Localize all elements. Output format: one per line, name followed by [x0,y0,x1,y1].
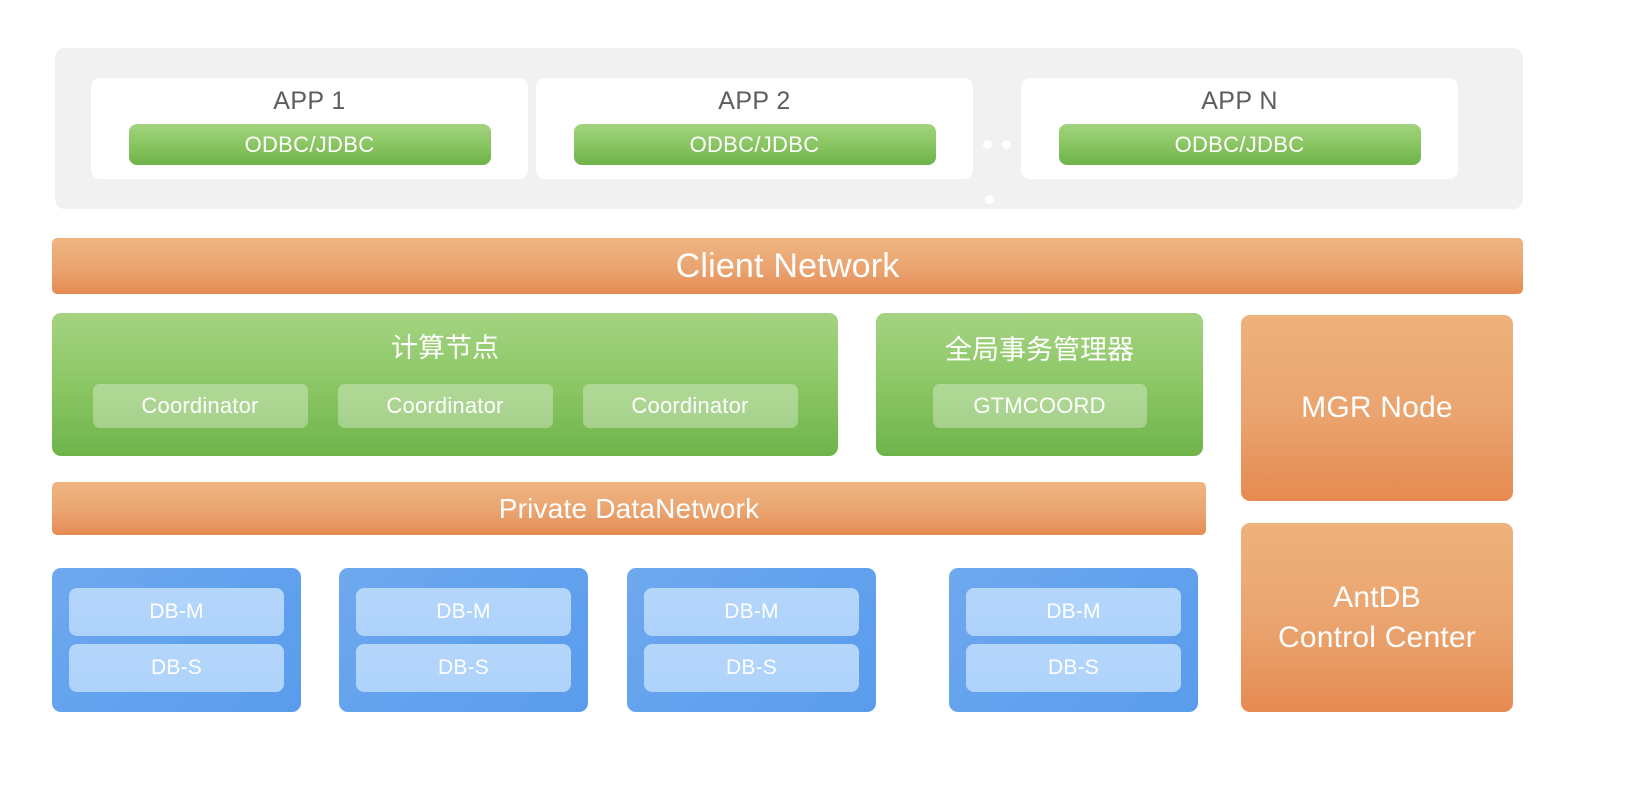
app-card-1[interactable]: APP 1 ODBC/JDBC [91,78,528,179]
db-master-node[interactable]: DB-M [644,588,859,636]
db-master-node[interactable]: DB-M [69,588,284,636]
odbc-jdbc-connector[interactable]: ODBC/JDBC [1058,124,1421,165]
gtmcoord-node[interactable]: GTMCOORD [932,384,1147,428]
gtm-title: 全局事务管理器 [945,335,1134,365]
global-transaction-manager-block: 全局事务管理器 GTMCOORD [876,313,1203,456]
dot-icon [1002,140,1011,149]
db-master-node[interactable]: DB-M [356,588,571,636]
db-master-node[interactable]: DB-M [966,588,1181,636]
coordinator-node[interactable]: Coordinator [92,384,308,428]
app-title: APP 1 [273,87,346,115]
coordinator-node[interactable]: Coordinator [582,384,798,428]
coordinator-node[interactable]: Coordinator [337,384,553,428]
db-slave-node[interactable]: DB-S [644,644,859,692]
odbc-jdbc-connector[interactable]: ODBC/JDBC [573,124,936,165]
client-network-bar: Client Network [52,238,1523,294]
private-datanetwork-bar: Private DataNetwork [52,482,1206,535]
db-group-2: DB-M DB-S [339,568,588,712]
db-group-4: DB-M DB-S [949,568,1198,712]
ellipsis-dots-icon [983,140,1011,149]
control-center-label: AntDB Control Center [1278,580,1476,654]
db-slave-node[interactable]: DB-S [69,644,284,692]
odbc-jdbc-connector[interactable]: ODBC/JDBC [128,124,491,165]
dot-icon [983,140,992,149]
mgr-node-panel[interactable]: MGR Node [1241,315,1513,501]
antdb-control-center-panel[interactable]: AntDB Control Center [1241,523,1513,712]
app-title: APP N [1201,87,1278,115]
db-group-3: DB-M DB-S [627,568,876,712]
compute-node-title: 计算节点 [391,333,499,363]
compute-node-block: 计算节点 Coordinator Coordinator Coordinator [52,313,838,456]
application-band: APP 1 ODBC/JDBC APP 2 ODBC/JDBC APP N OD… [55,48,1523,209]
db-slave-node[interactable]: DB-S [356,644,571,692]
app-card-n[interactable]: APP N ODBC/JDBC [1021,78,1458,179]
db-slave-node[interactable]: DB-S [966,644,1181,692]
gtmcoord-row: GTMCOORD [876,384,1203,428]
app-title: APP 2 [718,87,791,115]
coordinator-row: Coordinator Coordinator Coordinator [52,384,838,428]
dot-icon [985,195,994,204]
app-card-2[interactable]: APP 2 ODBC/JDBC [536,78,973,179]
db-group-1: DB-M DB-S [52,568,301,712]
